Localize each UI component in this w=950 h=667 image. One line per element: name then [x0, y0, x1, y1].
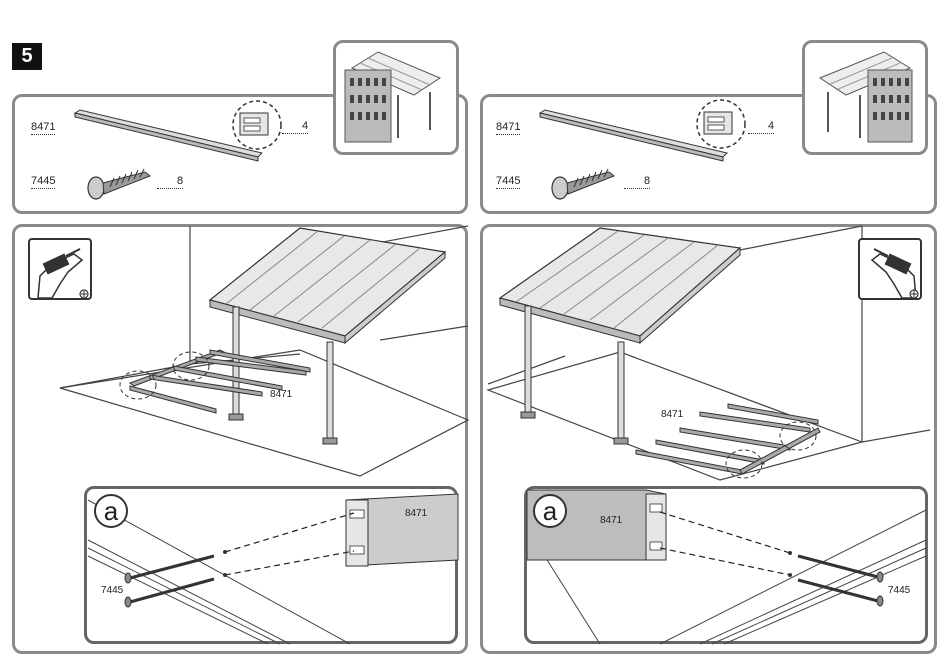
- detail-rail-code-label: 8471: [600, 515, 622, 526]
- detail-bubble-a: a: [533, 494, 567, 528]
- detail-screw-code-label: 7445: [888, 585, 910, 596]
- screw-7445-icon: [798, 556, 883, 606]
